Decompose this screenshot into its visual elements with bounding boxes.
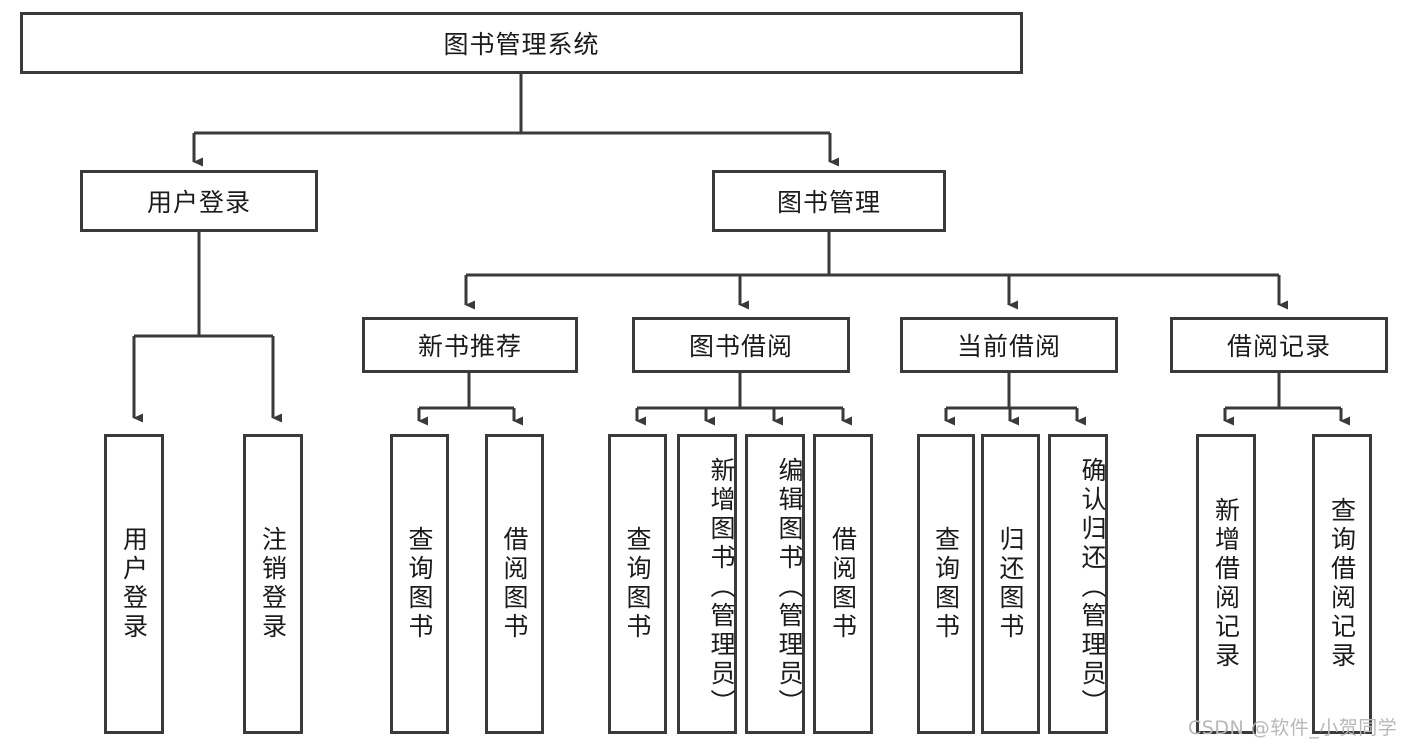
node-root-system[interactable]: 图书管理系统 <box>20 12 1023 74</box>
node-leaf-user-login[interactable]: 用户登录 <box>104 434 164 734</box>
node-leaf-query-book-3[interactable]: 查询图书 <box>917 434 975 734</box>
node-book-borrow[interactable]: 图书借阅 <box>632 317 850 373</box>
node-label: 图书管理 <box>776 188 881 217</box>
node-label: 新增图书（管理员） <box>707 456 736 718</box>
node-label: 借阅图书 <box>500 526 529 642</box>
node-leaf-add-book[interactable]: 新增图书（管理员） <box>677 434 737 734</box>
node-label: 新增借阅记录 <box>1211 497 1241 671</box>
node-current-borrow[interactable]: 当前借阅 <box>900 317 1118 373</box>
node-label: 用户登录 <box>146 188 251 217</box>
node-new-book-recommend[interactable]: 新书推荐 <box>362 317 578 373</box>
node-book-management[interactable]: 图书管理 <box>712 170 946 232</box>
watermark: CSDN @软件_小贺同学 <box>1188 717 1398 739</box>
node-leaf-logout[interactable]: 注销登录 <box>243 434 303 734</box>
node-leaf-return-book[interactable]: 归还图书 <box>981 434 1040 734</box>
node-label: 借阅图书 <box>828 526 858 642</box>
node-leaf-edit-book[interactable]: 编辑图书（管理员） <box>745 434 805 734</box>
node-label: 图书借阅 <box>688 332 793 361</box>
node-leaf-confirm-return[interactable]: 确认归还（管理员） <box>1048 434 1108 734</box>
node-user-login[interactable]: 用户登录 <box>80 170 318 232</box>
node-leaf-add-record[interactable]: 新增借阅记录 <box>1196 434 1256 734</box>
node-label: 查询借阅记录 <box>1327 497 1357 671</box>
node-label: 当前借阅 <box>956 332 1061 361</box>
node-label: 图书管理系统 <box>443 30 600 59</box>
node-leaf-query-book-2[interactable]: 查询图书 <box>608 434 667 734</box>
node-leaf-borrow-book-2[interactable]: 借阅图书 <box>813 434 873 734</box>
node-label: 查询图书 <box>623 526 652 642</box>
node-label: 借阅记录 <box>1226 332 1331 361</box>
node-label: 查询图书 <box>405 526 434 642</box>
node-leaf-query-record[interactable]: 查询借阅记录 <box>1312 434 1372 734</box>
node-leaf-query-book-1[interactable]: 查询图书 <box>390 434 449 734</box>
node-label: 用户登录 <box>119 526 149 642</box>
node-label: 注销登录 <box>258 526 288 642</box>
node-label: 查询图书 <box>931 526 961 642</box>
node-leaf-borrow-book-1[interactable]: 借阅图书 <box>485 434 544 734</box>
node-label: 编辑图书（管理员） <box>775 456 804 718</box>
node-label: 确认归还（管理员） <box>1078 456 1107 718</box>
node-label: 归还图书 <box>996 526 1025 642</box>
node-borrow-record[interactable]: 借阅记录 <box>1170 317 1388 373</box>
node-label: 新书推荐 <box>417 332 522 361</box>
